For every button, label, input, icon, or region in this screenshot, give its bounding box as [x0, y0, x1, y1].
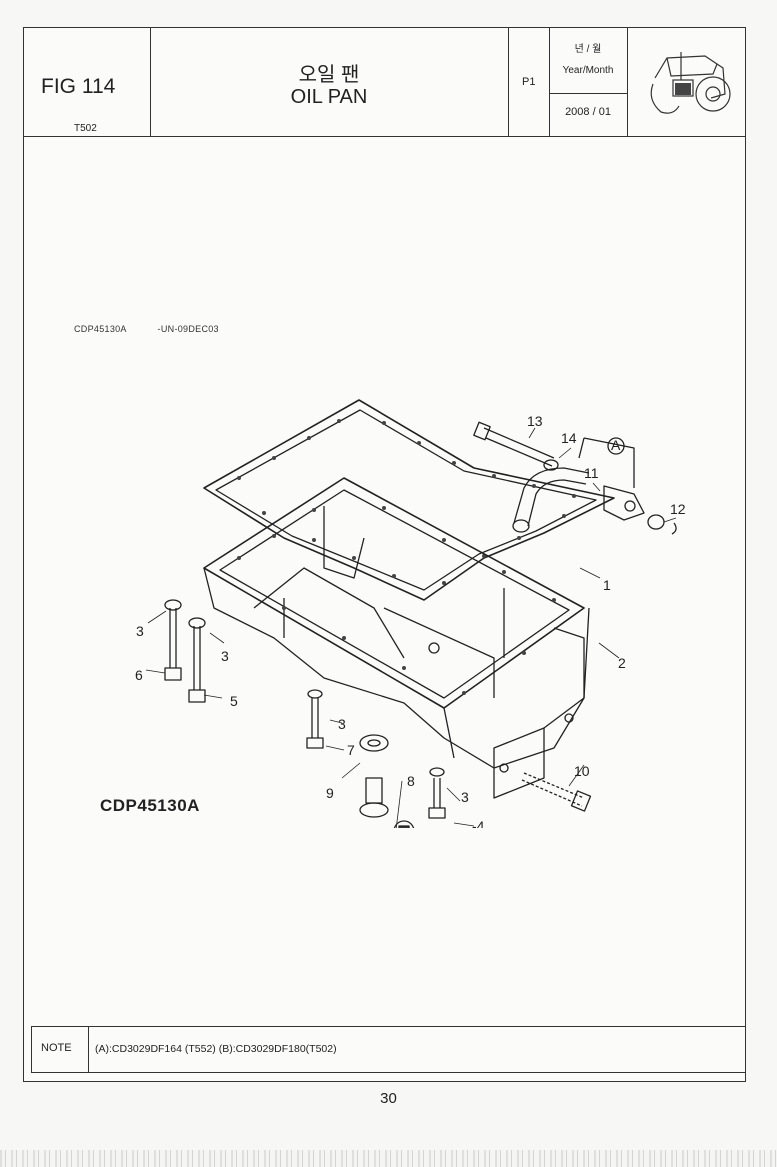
gasket-holes — [237, 419, 576, 585]
note-text: (A):CD3029DF164 (T552) (B):CD3029DF180(T… — [95, 1043, 337, 1055]
oil-pan-body — [203, 567, 590, 769]
callout-14: 14 — [561, 430, 577, 446]
callout-1: 1 — [603, 577, 611, 593]
callout-3b: 3 — [221, 648, 229, 664]
oil-pan-exploded-diagram: 1 2 3 3 3 3 -4 5 6 7 8 9 10 11 12 13 14 … — [135, 399, 686, 828]
bolt-6 — [169, 608, 177, 668]
page-number: 30 — [380, 1090, 397, 1107]
callout-10: 10 — [574, 763, 590, 779]
title-korean: 오일 팬 — [298, 64, 360, 86]
drain-plug — [365, 777, 383, 804]
bolt-4 — [433, 778, 441, 808]
callout-11: 11 — [584, 465, 599, 481]
oil-pan-rim — [203, 477, 585, 709]
diagram-caption: CDP45130A — [100, 796, 200, 815]
year-month-cell: 년 / 월 Year/Month 2008 / 01 — [549, 28, 628, 136]
bolt-10 — [521, 772, 585, 807]
title-english: OIL PAN — [290, 86, 368, 108]
washer-14 — [543, 459, 559, 471]
magnet-8 — [393, 820, 415, 828]
note-label: NOTE — [41, 1042, 72, 1054]
reference-code-id: CDP45130A — [74, 324, 127, 334]
callout-9: 9 — [326, 785, 334, 801]
drain-plug-washer — [359, 734, 389, 752]
callout-8: 8 — [407, 773, 415, 789]
tractor-icon — [650, 52, 731, 114]
callout-3c: 3 — [338, 716, 346, 732]
note-label-cell: NOTE — [32, 1027, 89, 1072]
gasket — [203, 399, 615, 601]
callout-12: 12 — [670, 501, 686, 517]
year-month-korean: 년 / 월 — [574, 44, 602, 55]
pan-rim-holes — [237, 506, 556, 695]
bolt-5 — [193, 626, 201, 690]
callout-3a: 3 — [136, 623, 144, 639]
reference-code: CDP45130A -UN-09DEC03 — [74, 324, 247, 334]
suction-tube — [513, 467, 590, 524]
note-box: NOTE (A):CD3029DF164 (T552) (B):CD3029DF… — [31, 1026, 746, 1073]
callout-5: 5 — [230, 693, 238, 709]
bolt-7 — [311, 698, 319, 738]
model-code: T502 — [74, 123, 97, 134]
callout-13: 13 — [527, 413, 543, 429]
figure-cell: FIG 114 T502 — [24, 28, 151, 136]
fig-label: FIG 114 — [41, 75, 116, 98]
callout-3d: 3 — [461, 789, 469, 805]
scan-artifact — [0, 1150, 777, 1167]
callout-2: 2 — [618, 655, 626, 671]
year-month-label: Year/Month — [562, 65, 614, 76]
callout-labels: 1 2 3 3 3 3 -4 5 6 7 8 9 10 11 12 13 14 … — [135, 413, 686, 828]
logo-cell — [627, 28, 745, 136]
page-cell: P1 — [508, 28, 550, 136]
callout-7: 7 — [347, 742, 355, 758]
year-month-value: 2008 / 01 — [565, 106, 611, 118]
callout-a: A — [611, 437, 621, 453]
o-ring-12 — [647, 514, 665, 530]
bolt-13 — [483, 427, 555, 467]
reference-code-note: -UN-09DEC03 — [157, 324, 219, 334]
page-label: P1 — [522, 76, 536, 88]
title-cell: 오일 팬 OIL PAN — [150, 28, 509, 136]
header: FIG 114 T502 오일 팬 OIL PAN P1 년 / 월 Year/… — [24, 28, 745, 137]
catalog-sheet: FIG 114 T502 오일 팬 OIL PAN P1 년 / 월 Year/… — [23, 27, 746, 1082]
callout-6: 6 — [135, 667, 143, 683]
callout-4: -4 — [472, 818, 485, 828]
divider — [549, 93, 627, 94]
